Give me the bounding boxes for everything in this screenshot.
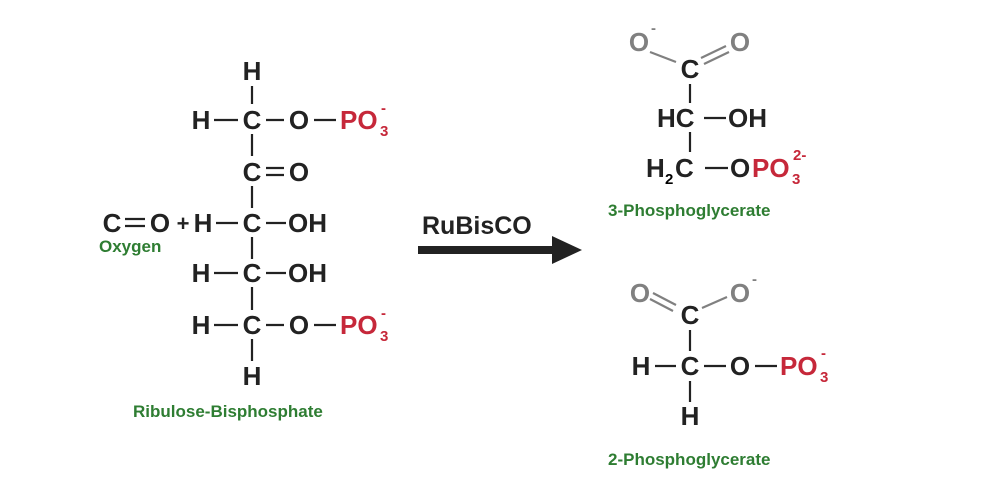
arrow-shaft [418, 246, 554, 254]
phosphate-group-1: PO [340, 105, 378, 135]
reaction-arrow: RuBisCO [418, 212, 582, 264]
carboxylate-o: O [730, 27, 750, 57]
phosphate-group-p3: PO [752, 153, 790, 183]
atom-c-carboxyl-2: C [681, 300, 700, 330]
atom-o-row5: O [289, 310, 309, 340]
atom-c2-p2: C [681, 351, 700, 381]
atom-c-co2: C [103, 208, 122, 238]
bond-c-o-double-a-2 [652, 292, 677, 306]
atom-h-row1: H [192, 105, 211, 135]
phosphate-group-2: PO [340, 310, 378, 340]
phosphate-1-subscript: 3 [380, 123, 388, 140]
phosphate-p2-subscript: 3 [820, 369, 828, 386]
ribulose-label: Ribulose-Bisphosphate [133, 402, 323, 421]
phosphoglycerate-3-structure: O - O C HC OH H 2 C O PO 3 2- 3-Phosphog… [608, 20, 806, 220]
atom-h-top: H [243, 56, 262, 86]
atom-o-carbonyl: O [289, 157, 309, 187]
atom-c2: C [243, 157, 262, 187]
bond-c-o-minus [649, 50, 677, 64]
atom-h-row5: H [192, 310, 211, 340]
bond-c-o-double-a [700, 45, 727, 59]
atom-h-row4: H [192, 258, 211, 288]
atom-c5: C [243, 310, 262, 340]
oxygen-label: Oxygen [99, 237, 161, 256]
carboxylate-o-minus-2: O [730, 278, 750, 308]
phosphate-p2-charge: - [821, 345, 826, 362]
product1-label: 3-Phosphoglycerate [608, 201, 771, 220]
phosphoglycerate-2-structure: O O - C H C O PO 3 - H 2-Phosphoglycerat… [608, 271, 828, 469]
bond-c-o-double-b-2 [649, 298, 674, 312]
atom-h2c-h: H [646, 153, 665, 183]
phosphate-p3-subscript: 3 [792, 171, 800, 188]
atom-h-left-p2: H [632, 351, 651, 381]
atom-c4: C [243, 258, 262, 288]
carboxylate-o-minus: O [629, 27, 649, 57]
atom-o-row1: O [289, 105, 309, 135]
carboxylate-charge-2: - [752, 271, 757, 288]
atom-c-carboxyl: C [681, 54, 700, 84]
phosphate-2-charge: - [381, 305, 386, 322]
atom-c3: C [243, 208, 262, 238]
arrow-head [552, 236, 582, 264]
plus-sign: + [177, 211, 190, 236]
atom-h-bottom-p2: H [681, 401, 700, 431]
atom-h2c-subscript: 2 [665, 171, 673, 188]
product2-label: 2-Phosphoglycerate [608, 450, 771, 469]
atom-h2c-c: C [675, 153, 694, 183]
hydroxyl-p3: OH [728, 103, 767, 133]
ribulose-bisphosphate-structure: H H C O PO 3 - C O C O + H C OH Oxygen H [99, 56, 388, 421]
atom-o-co2: O [150, 208, 170, 238]
bond-c-o-double-b [703, 51, 730, 65]
atom-o-p2: O [730, 351, 750, 381]
hydroxyl-row4: OH [288, 258, 327, 288]
hydroxyl-row3: OH [288, 208, 327, 238]
phosphate-2-subscript: 3 [380, 328, 388, 345]
atom-c1: C [243, 105, 262, 135]
atom-o-p3: O [730, 153, 750, 183]
carboxylate-charge: - [651, 20, 656, 37]
enzyme-label: RuBisCO [422, 212, 532, 240]
phosphate-1-charge: - [381, 100, 386, 117]
phosphate-p3-charge: 2- [793, 147, 806, 164]
atom-hc: HC [657, 103, 695, 133]
carboxylate-o-2: O [630, 278, 650, 308]
atom-h-row3: H [194, 208, 213, 238]
atom-h-bottom: H [243, 361, 262, 391]
bond-c-o-minus-2 [701, 295, 728, 310]
phosphate-group-p2: PO [780, 351, 818, 381]
